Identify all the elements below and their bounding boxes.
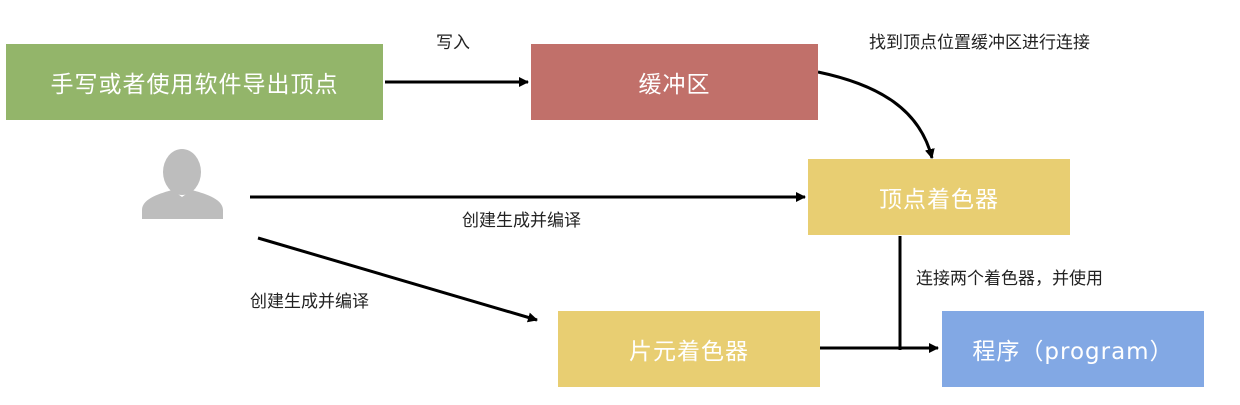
program-node: 程序（program）: [942, 311, 1204, 387]
program-label: 程序（program）: [972, 339, 1174, 365]
edge-label-write: 写入: [436, 33, 470, 53]
arrow-user-to-fragment: [257, 236, 538, 323]
edge-label-create-vertex: 创建生成并编译: [462, 211, 581, 231]
export-vertices-node: 手写或者使用软件导出顶点: [6, 44, 383, 120]
user-silhouette-icon: [142, 149, 223, 219]
edge-label-find-buffer: 找到顶点位置缓冲区进行连接: [869, 33, 1090, 53]
arrow-buffer-to-vertex: [817, 70, 935, 159]
edge-label-link-use: 连接两个着色器，并使用: [916, 269, 1103, 289]
buffer-node: 缓冲区: [531, 44, 818, 120]
edge-label-create-fragment: 创建生成并编译: [250, 292, 369, 312]
buffer-label: 缓冲区: [638, 72, 711, 98]
vertex-shader-label: 顶点着色器: [879, 187, 999, 213]
vertex-shader-node: 顶点着色器: [808, 159, 1070, 235]
fragment-shader-label: 片元着色器: [629, 339, 749, 365]
export-vertices-label: 手写或者使用软件导出顶点: [50, 72, 339, 98]
fragment-shader-node: 片元着色器: [558, 311, 820, 387]
